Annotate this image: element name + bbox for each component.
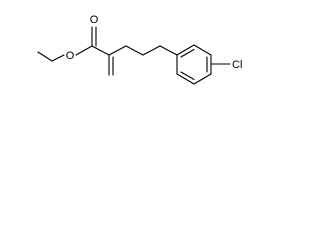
ring-bond-1 <box>176 44 195 56</box>
carbonyl-oxygen-label: O <box>90 14 99 26</box>
ring-bond-4 <box>193 73 212 85</box>
bond-ethyl-co <box>51 54 65 62</box>
bond-chain-3 <box>142 45 161 56</box>
ring-bond-5 <box>176 73 195 85</box>
ester-oxygen-label: O <box>66 50 75 62</box>
bond-ethyl-cc <box>37 51 53 62</box>
bond-chain-1 <box>108 45 127 56</box>
ring-inner-double-3 <box>180 71 195 81</box>
bond-chain-to-ring <box>159 45 178 56</box>
bond-chain-2 <box>125 45 144 56</box>
ring-bond-2 <box>193 44 212 56</box>
chemical-structure: O O Cl <box>37 14 242 85</box>
benzene-ring <box>176 44 212 85</box>
ring-inner-double-1 <box>180 48 195 58</box>
bond-carbonyl-alpha <box>91 45 110 56</box>
chlorine-label: Cl <box>232 59 242 71</box>
bond-o-carbonyl <box>75 45 93 56</box>
